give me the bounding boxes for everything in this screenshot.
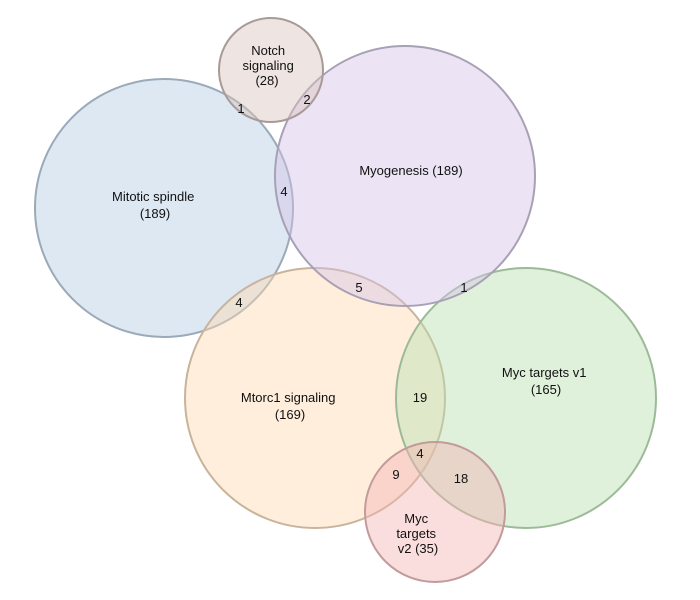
overlap-mtorc1-myc-v1: 19 xyxy=(413,390,427,405)
label-line: (189) xyxy=(140,206,170,221)
label-line: Mitotic spindle xyxy=(112,189,194,204)
overlap-mtorc1-myc-v1-myc-v2: 4 xyxy=(416,446,423,461)
label-line: (169) xyxy=(275,407,305,422)
label-myc-targets-v2: Myc targets v2 (35) xyxy=(396,511,439,556)
overlap-myogenesis-myc-v1: 1 xyxy=(460,280,467,295)
label-mitotic-spindle: Mitotic spindle (189) xyxy=(112,189,198,221)
overlap-myogenesis-mtorc1: 5 xyxy=(355,280,362,295)
overlap-mitotic-mtorc1: 4 xyxy=(235,295,242,310)
overlap-mtorc1-myc-v2: 9 xyxy=(392,467,399,482)
overlap-myc-v1-myc-v2: 18 xyxy=(454,471,468,486)
overlap-notch-myogenesis: 2 xyxy=(303,92,310,107)
overlap-notch-mitotic: 1 xyxy=(237,101,244,116)
label-line: (165) xyxy=(531,382,561,397)
circle-myogenesis xyxy=(274,45,536,307)
label-line: targets xyxy=(396,526,436,541)
label-myogenesis: Myogenesis (189) xyxy=(359,163,462,178)
circle-myc-targets-v1 xyxy=(395,267,657,529)
label-line: Myc targets v1 xyxy=(502,365,587,380)
label-line: (28) xyxy=(255,73,278,88)
label-myc-targets-v1: Myc targets v1 (165) xyxy=(502,365,590,397)
label-mtorc1-signaling: Mtorc1 signaling (169) xyxy=(241,390,339,422)
circle-mtorc1-signaling xyxy=(184,267,446,529)
label-line: Mtorc1 signaling xyxy=(241,390,336,405)
label-line: signaling xyxy=(243,58,294,73)
label-line: Myc xyxy=(404,511,428,526)
label-line: Myogenesis (189) xyxy=(359,163,462,178)
overlap-mitotic-myogenesis: 4 xyxy=(280,184,287,199)
circle-mitotic-spindle xyxy=(34,78,294,338)
label-line: Notch xyxy=(251,43,285,58)
label-line: v2 (35) xyxy=(398,541,438,556)
label-notch-signaling: Notch signaling (28) xyxy=(243,43,298,88)
circle-myc-targets-v2 xyxy=(364,441,506,583)
circle-notch-signaling xyxy=(218,17,324,123)
